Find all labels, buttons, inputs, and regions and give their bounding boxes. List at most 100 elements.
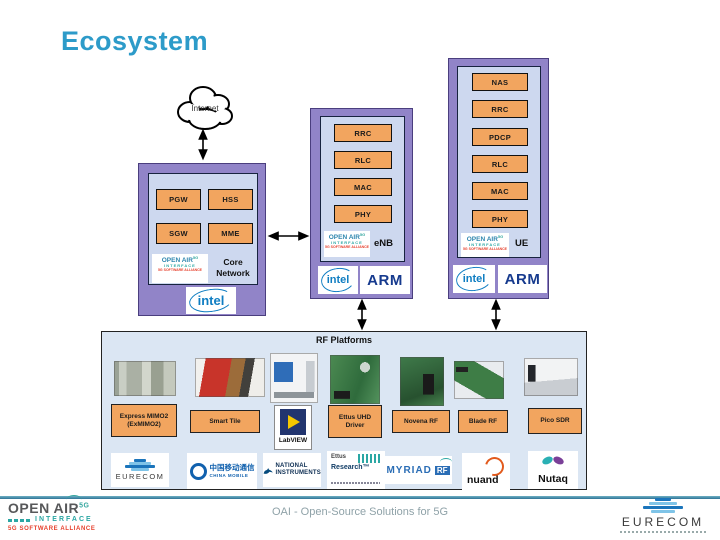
eurecom-tagline-rule <box>620 531 706 533</box>
ettus-logo-research: Research™ <box>331 464 370 471</box>
layer-mac: MAC <box>472 182 528 200</box>
rf-label-pico-sdr: Pico SDR <box>528 408 582 434</box>
layer-rlc: RLC <box>334 151 392 169</box>
myriad-logo-text: MYRIAD <box>386 464 432 476</box>
photo-novena-rf <box>400 357 444 406</box>
photo-blade-rf <box>454 361 504 399</box>
oai-logo-alliance: 5G SOFTWARE ALLIANCE <box>157 267 202 272</box>
intel-ring-icon <box>187 286 235 315</box>
layer-nas: NAS <box>472 73 528 91</box>
oai-logo-interface: INTERFACE <box>164 263 196 269</box>
enb-label: eNB <box>374 238 394 249</box>
internet-label: Internet <box>191 104 219 113</box>
intel-logo: intel <box>453 264 495 294</box>
oai-logo-5g: 5G <box>192 255 199 260</box>
ni-logo-line2: INSTRUMENTS <box>275 470 321 476</box>
footer-caption: OAI - Open-Source Solutions for 5G <box>271 506 449 518</box>
footer-divider <box>0 496 720 499</box>
china-mobile-logo: 中国移动通信 CHINA MOBILE <box>187 453 257 489</box>
oai-logo-text: OPEN AIR <box>328 234 360 242</box>
china-mobile-icon <box>189 462 207 480</box>
ettus-research-logo: Ettus Research™ <box>327 451 385 489</box>
intel-logo-text: intel <box>462 272 486 285</box>
arm-logo: ARM <box>498 265 547 293</box>
photo-smart-tile <box>195 358 265 397</box>
labview-logo: LabVIEW <box>274 405 312 450</box>
eurecom-logo-text: EURECOM <box>115 472 165 482</box>
rf-label-line: Ettus UHD <box>338 413 372 421</box>
intel-logo-text: intel <box>326 273 350 286</box>
ue-label: UE <box>515 238 529 249</box>
oai-logo-interface: INTERFACE <box>469 242 501 248</box>
wifi-arcs-icon <box>439 457 452 466</box>
labview-arrow-icon <box>288 415 300 429</box>
layer-mme: MME <box>208 223 253 244</box>
arm-logo-text: ARM <box>367 271 403 289</box>
eurecom-footer-text: EURECOM <box>621 515 705 529</box>
myriad-rf-badge: RF <box>434 465 450 475</box>
waveform-icon <box>358 454 380 463</box>
nuand-logo-text: nuand <box>467 474 499 486</box>
photo-express-mimo2 <box>114 361 176 396</box>
signal-arcs-icon <box>66 495 82 505</box>
layer-rlc: RLC <box>472 155 528 173</box>
layer-sgw: SGW <box>156 223 201 244</box>
ue-node: NAS RRC PDCP RLC MAC PHY OPEN AIR5G INTE… <box>448 58 549 299</box>
arm-logo-text: ARM <box>504 270 541 288</box>
eurecom-logo: EURECOM <box>111 453 169 487</box>
rf-label-line: (ExMIMO2) <box>127 420 161 428</box>
layer-hss: HSS <box>208 189 253 210</box>
ni-eagle-icon <box>263 467 273 474</box>
rf-label-line: Smart Tile <box>209 417 241 425</box>
enb-node: RRC RLC MAC PHY OPEN AIR5G INTERFACE 5G … <box>310 108 413 299</box>
oai-logo-text: OPEN AIR <box>161 257 193 265</box>
rf-label-line: Pico SDR <box>540 417 570 425</box>
oai-logo-alliance: 5G SOFTWARE ALLIANCE <box>462 246 507 251</box>
core-network-title: Core Network <box>216 257 250 278</box>
openairinterface-logo: OPEN AIR5G INTERFACE 5G SOFTWARE ALLIANC… <box>152 254 208 283</box>
rf-label-line: Novena RF <box>404 417 438 425</box>
interface-dashes <box>8 518 32 522</box>
enb-panel: RRC RLC MAC PHY OPEN AIR5G INTERFACE 5G … <box>320 116 405 262</box>
oai-logo-interface: INTERFACE <box>331 240 363 246</box>
china-mobile-en-text: CHINA MOBILE <box>209 472 249 478</box>
photo-ettus-usrp <box>330 355 380 404</box>
layer-phy: PHY <box>472 210 528 228</box>
intel-ring-icon <box>454 264 494 294</box>
rf-label-blade-rf: Blade RF <box>458 410 508 433</box>
openairinterface-logo: OPEN AIR5G INTERFACE 5G SOFTWARE ALLIANC… <box>461 233 509 257</box>
intel-logo: intel <box>318 265 358 295</box>
layer-mac: MAC <box>334 178 392 196</box>
nutaq-mark-icon <box>541 455 565 466</box>
layer-rrc: RRC <box>472 100 528 118</box>
rf-label-novena-rf: Novena RF <box>392 410 450 433</box>
labview-logo-text: LabVIEW <box>278 437 308 444</box>
rf-platforms-header: RF Platforms <box>315 335 372 345</box>
nutaq-logo-text: Nutaq <box>538 473 568 485</box>
page-title: Ecosystem <box>61 26 209 56</box>
layer-pdcp: PDCP <box>472 128 528 146</box>
china-mobile-cn-text: 中国移动通信 <box>209 463 255 473</box>
rf-label-line: Blade RF <box>468 417 498 425</box>
rf-label-smart-tile: Smart Tile <box>190 410 260 433</box>
nutaq-logo: Nutaq <box>528 451 578 489</box>
layer-pgw: PGW <box>156 189 201 210</box>
nuand-logo: nuand <box>462 453 510 491</box>
ettus-logo-name: Ettus <box>331 454 346 460</box>
oai-footer-alliance: 5G SOFTWARE ALLIANCE <box>8 526 96 533</box>
rf-label-ettus-uhd: Ettus UHD Driver <box>328 405 382 438</box>
photo-ni-testbench <box>270 353 318 403</box>
myriad-rf-logo: MYRIAD RF <box>384 456 452 484</box>
openairinterface-footer-logo: OPEN AIR5G INTERFACE 5G SOFTWARE ALLIANC… <box>8 495 138 533</box>
core-network-node: PGW HSS SGW MME OPEN AIR5G INTERFACE 5G … <box>138 163 266 316</box>
intel-logo-text: intel <box>197 293 225 308</box>
internet-cloud-icon: Internet <box>177 86 233 130</box>
intel-logo: intel <box>186 286 236 315</box>
labview-box-icon <box>280 409 306 435</box>
oai-footer-text: OPEN AIR <box>8 500 80 516</box>
core-network-panel: PGW HSS SGW MME OPEN AIR5G INTERFACE 5G … <box>148 173 258 285</box>
layer-phy: PHY <box>334 205 392 223</box>
eurecom-footer-logo: EURECOM <box>612 498 714 533</box>
ni-logo-line1: NATIONAL <box>275 463 308 470</box>
